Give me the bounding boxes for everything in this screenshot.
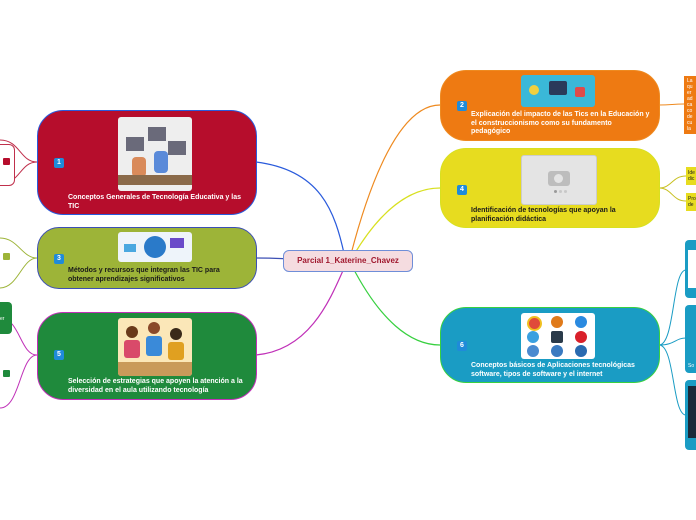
topic-number-badge: 5 xyxy=(54,350,64,360)
central-topic[interactable]: Parcial 1_Katerine_Chavez xyxy=(283,250,413,272)
topic-number-badge: 4 xyxy=(457,185,467,195)
orange-subtopic-card[interactable]: La qu er ad ca co de cu la xyxy=(684,76,696,134)
note-icon xyxy=(3,253,10,260)
blue-subtopic-card-1[interactable] xyxy=(685,240,696,298)
yellow-subtopic-card-1[interactable]: Ide dic xyxy=(686,167,696,185)
fragment-text: So xyxy=(688,363,695,369)
app-icon xyxy=(551,331,563,343)
topic-6-title: Conceptos básicos de Aplicaciones tecnol… xyxy=(471,362,635,378)
ict-education-image xyxy=(521,75,595,107)
topic-number-badge: 3 xyxy=(54,254,64,264)
browser-icon xyxy=(527,345,539,357)
left-edge-card-2[interactable]: er xyxy=(0,302,12,334)
topic-number-badge: 1 xyxy=(54,158,64,168)
blue-subtopic-card-2[interactable]: So xyxy=(685,305,696,373)
fragment-text: cu xyxy=(687,120,693,126)
browser-icon xyxy=(575,345,587,357)
fragment-text: Pro xyxy=(688,196,696,202)
chrome-icon xyxy=(527,316,542,331)
fragment-text: ad xyxy=(687,96,693,102)
fragment-text: er xyxy=(687,90,692,96)
topic-5-title: Selección de estrategias que apoyen la a… xyxy=(68,378,243,394)
computer-lab-image xyxy=(118,117,192,191)
topic-4-node[interactable]: 4 Identificación de tecnologías que apoy… xyxy=(440,148,660,228)
opera-icon xyxy=(575,331,587,343)
yellow-subtopic-card-2[interactable]: Pro de xyxy=(686,193,696,211)
fragment-text: la xyxy=(687,126,691,132)
topic-number-badge: 6 xyxy=(457,341,467,351)
topic-6-node[interactable]: 6 Conceptos básicos de Aplicaciones tecn… xyxy=(440,307,660,383)
fragment-text: de xyxy=(688,202,694,208)
fragment-text: La xyxy=(687,78,693,84)
topic-3-node[interactable]: 3 Métodos y recursos que integran las TI… xyxy=(37,227,257,289)
fragment-text: dic xyxy=(688,176,695,182)
globe-icon xyxy=(551,345,563,357)
fragment-text: de xyxy=(687,114,693,120)
image-placeholder xyxy=(521,155,597,205)
topic-2-node[interactable]: 2 Explicación del impacto de las Tics en… xyxy=(440,70,660,141)
topic-4-title: Identificación de tecnologías que apoyan… xyxy=(471,207,616,223)
topic-1-node[interactable]: 1 Conceptos Generales de Tecnología Educ… xyxy=(37,110,257,215)
note-icon xyxy=(3,158,10,165)
note-icon xyxy=(3,370,10,377)
fragment-text: co xyxy=(687,108,693,114)
blue-subtopic-card-3[interactable] xyxy=(685,380,696,450)
diverse-classroom-image xyxy=(118,318,192,376)
topic-5-node[interactable]: 5 Selección de estrategias que apoyen la… xyxy=(37,312,257,400)
firefox-icon xyxy=(551,316,563,328)
technology-globe-image xyxy=(118,232,192,262)
camera-icon xyxy=(548,171,570,186)
topic-3-title: Métodos y recursos que integran las TIC … xyxy=(68,267,220,283)
fragment-text: er xyxy=(0,316,5,322)
safari-icon xyxy=(527,331,539,343)
browser-logos-image xyxy=(521,313,595,359)
topic-1-title: Conceptos Generales de Tecnología Educat… xyxy=(68,194,241,210)
fragment-text: qu xyxy=(687,84,693,90)
fragment-text: ca xyxy=(687,102,693,108)
fragment-text: Ide xyxy=(688,170,695,176)
topic-2-title: Explicación del impacto de las Tics en l… xyxy=(471,111,650,135)
ie-icon xyxy=(575,316,587,328)
left-edge-card-1[interactable] xyxy=(0,144,15,186)
topic-number-badge: 2 xyxy=(457,101,467,111)
